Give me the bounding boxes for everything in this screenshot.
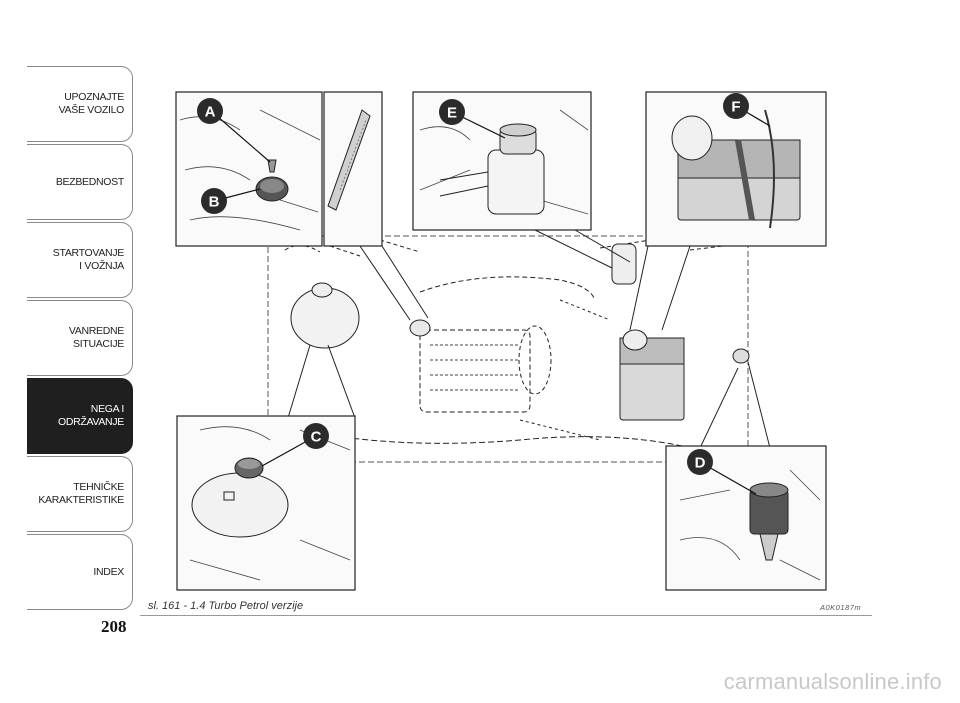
callout-f: F (731, 99, 740, 116)
watermark: carmanualsonline.info (723, 669, 942, 694)
inset-c: C (176, 415, 356, 591)
leader-lines (287, 229, 771, 449)
tab-bezbednost[interactable]: BEZBEDNOST (27, 144, 133, 220)
tab-vanredne[interactable]: VANREDNE SITUACIJE (27, 300, 133, 376)
tab-tehnicke[interactable]: TEHNIČKE KARAKTERISTIKE (27, 456, 133, 532)
figure-caption: sl. 161 - 1.4 Turbo Petrol verzije (148, 600, 304, 612)
page-number: 208 (101, 617, 127, 636)
tab-label: VANREDNE SITUACIJE (68, 325, 124, 350)
inset-f: F (645, 91, 827, 247)
figure-code: A0K0187m (820, 603, 862, 612)
callout-c: C (311, 429, 322, 446)
callout-e: E (447, 105, 457, 122)
inset-e: E (412, 91, 592, 231)
tab-label: TEHNIČKE KARAKTERISTIKE (38, 481, 124, 506)
caption-rule (140, 615, 872, 616)
tab-label: STARTOVANJE I VOŽNJA (52, 247, 125, 272)
tab-label: UPOZNAJTE VAŠE VOZILO (58, 91, 125, 116)
tab-upoznajte[interactable]: UPOZNAJTE VAŠE VOZILO (27, 66, 133, 142)
engine-bay-sketch (267, 235, 750, 463)
callout-d: D (695, 455, 706, 472)
tab-index[interactable]: INDEX (27, 534, 133, 610)
tab-startovanje[interactable]: STARTOVANJE I VOŽNJA (27, 222, 133, 298)
tab-label: INDEX (93, 565, 124, 578)
inset-d: D (665, 445, 827, 591)
callout-a: A (205, 104, 216, 121)
inset-ab: A B (175, 91, 383, 247)
callout-b: B (209, 194, 220, 211)
tab-label: BEZBEDNOST (55, 175, 124, 188)
tab-label: NEGA I ODRŽAVANJE (57, 403, 124, 428)
tab-nega[interactable]: NEGA I ODRŽAVANJE (27, 378, 133, 454)
